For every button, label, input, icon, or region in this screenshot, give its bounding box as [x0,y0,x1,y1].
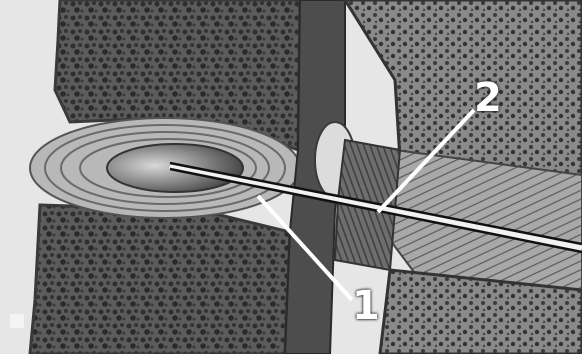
edge-marker [10,314,24,328]
intervertebral-disc [30,118,300,218]
callout-label-2: 2 [474,78,502,118]
lower-vertebral-body [30,205,290,354]
callout-label-1: 1 [352,286,380,326]
